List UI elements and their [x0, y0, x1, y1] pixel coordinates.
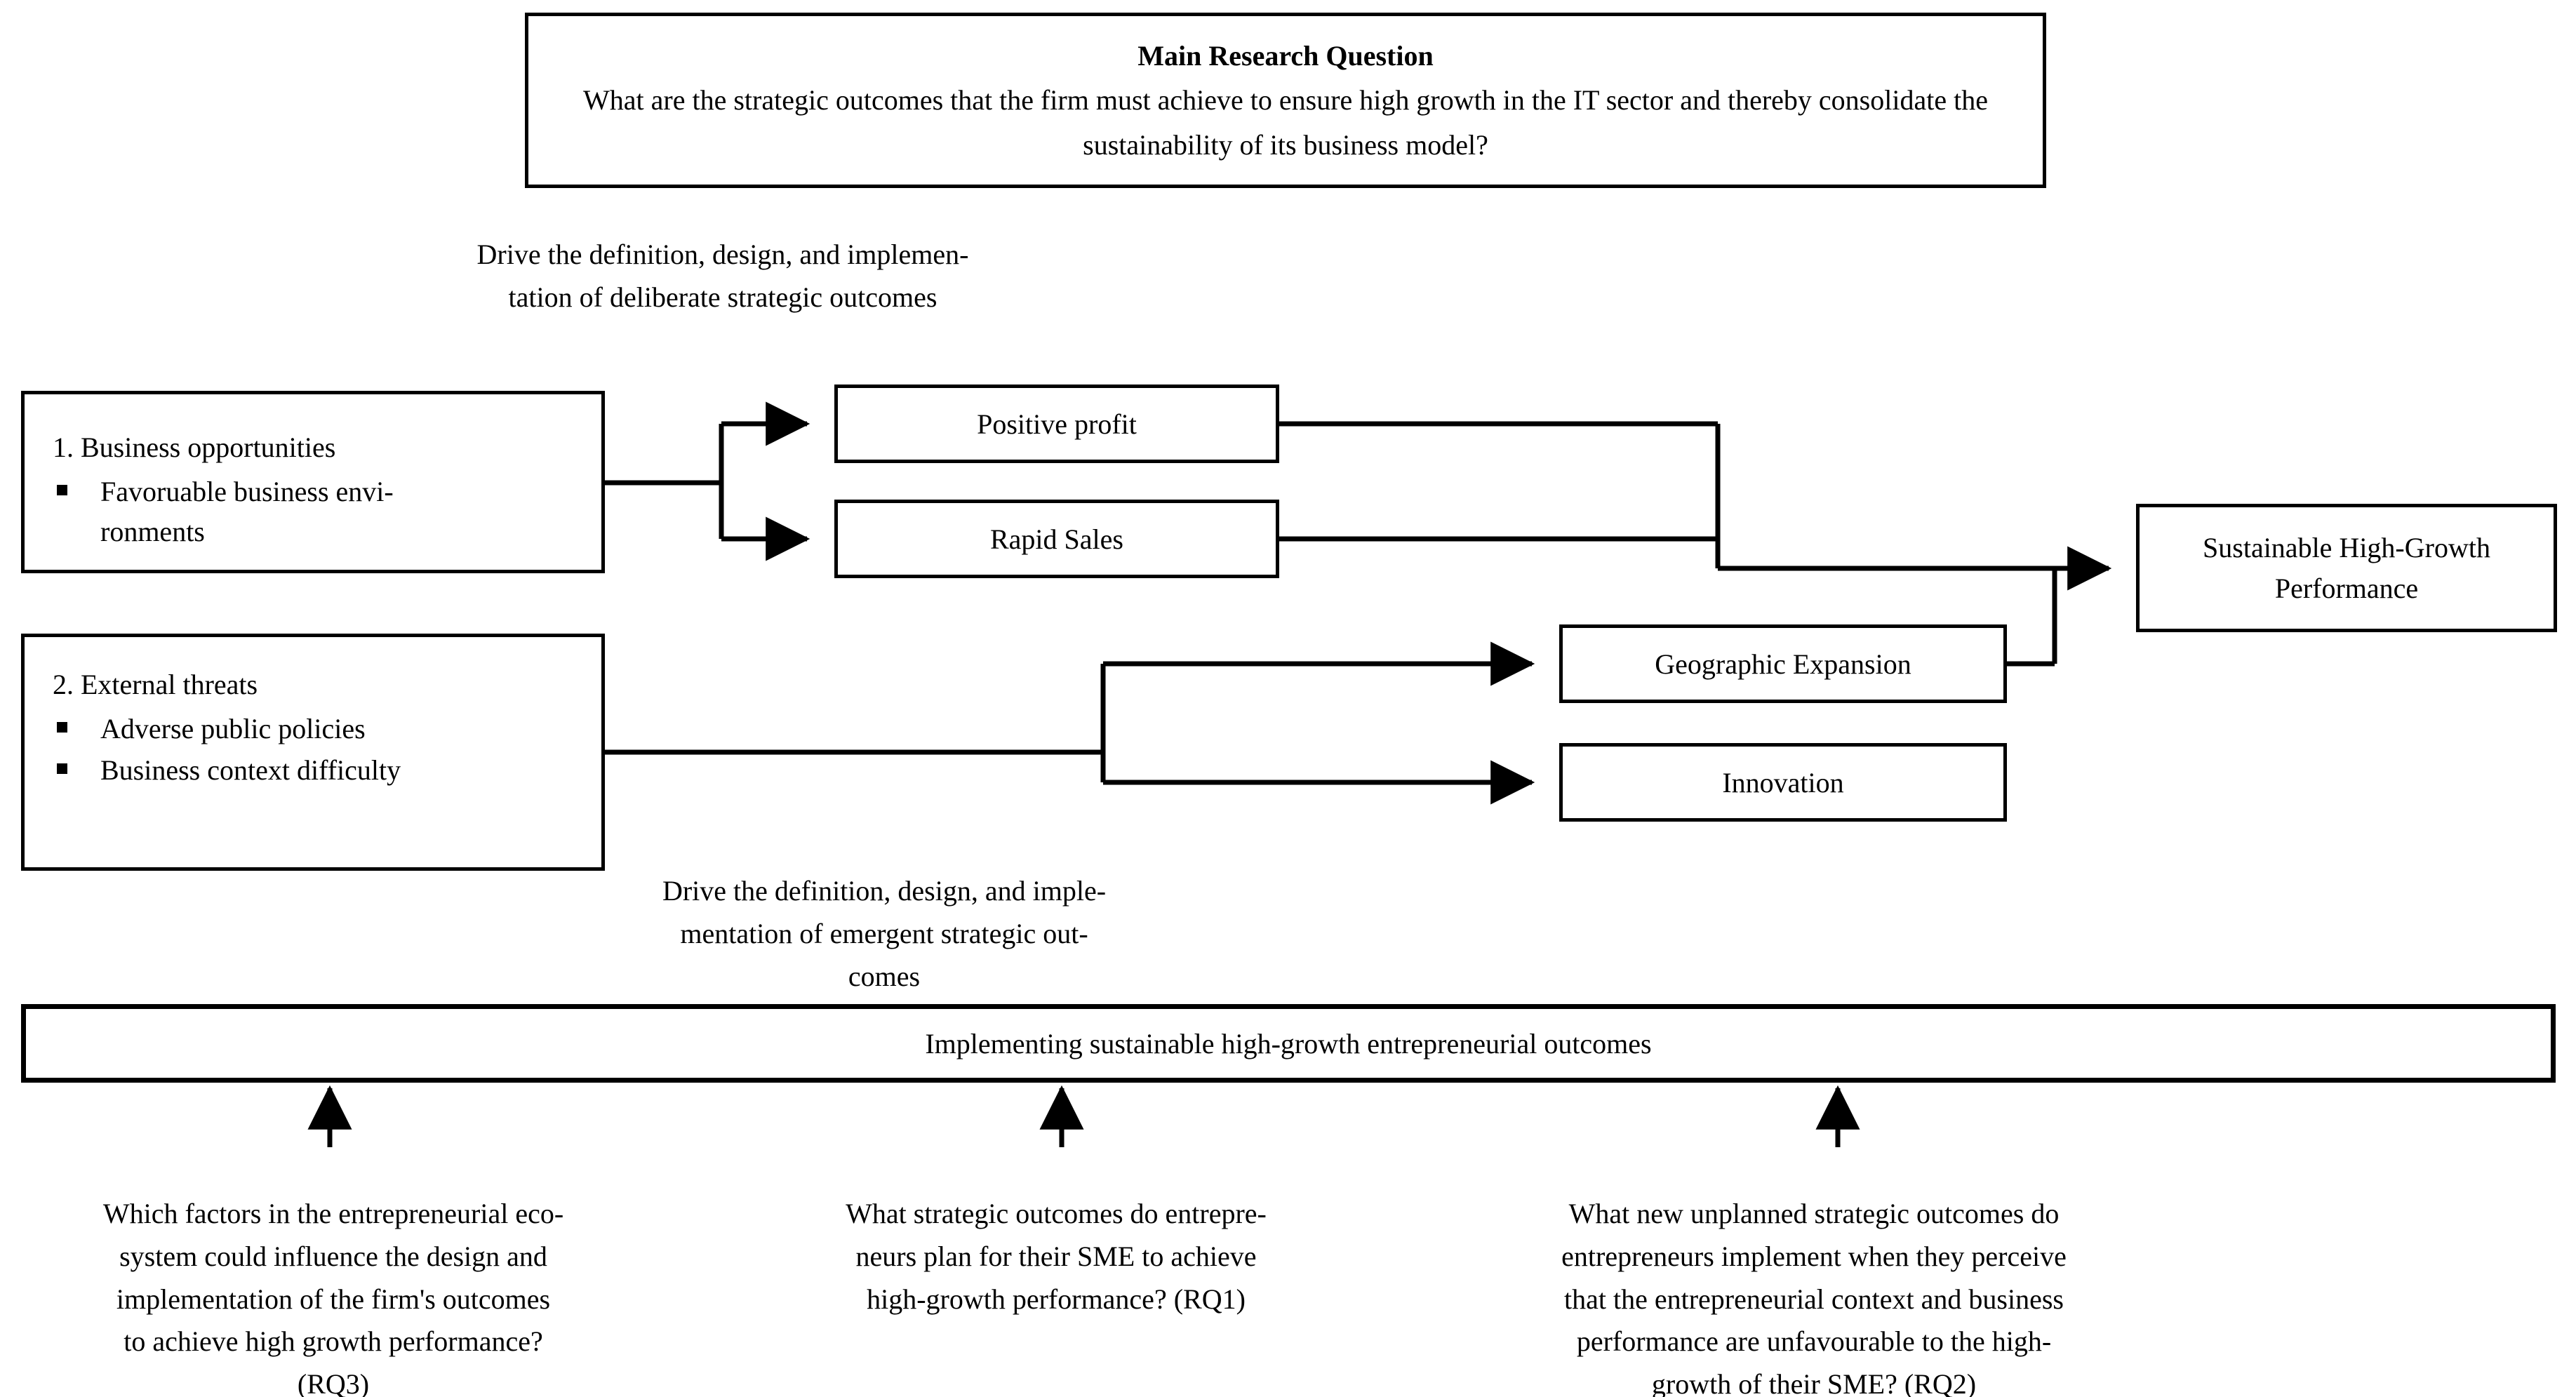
outcome-label: Rapid Sales	[990, 523, 1123, 555]
research-question-rq3: Which factors in the entrepreneurial eco…	[102, 1198, 564, 1397]
square-bullet-icon	[57, 484, 67, 495]
research-question-rq1: What strategic outcomes do entrepre- neu…	[846, 1198, 1267, 1315]
outcome-label: Geographic Expansion	[1655, 648, 1911, 680]
result-line-1: Sustainable High-Growth	[2203, 531, 2490, 563]
list-item: Business context difficulty	[57, 751, 601, 791]
business-opportunities-heading: 1. Business opportunities	[53, 432, 336, 463]
source-box-business-opportunities: 1. Business opportunities Favoruable bus…	[21, 391, 605, 573]
external-threats-heading: 2. External threats	[53, 669, 258, 700]
outcome-label-wrap: Innovation	[1563, 766, 2003, 799]
outcome-box-geographic-expansion: Geographic Expansion	[1559, 624, 2007, 703]
implementing-outcomes-label-wrap: Implementing sustainable high-growth ent…	[26, 1027, 2551, 1060]
business-opportunities-list: Favoruable business envi- ronments	[25, 472, 601, 552]
list-item-label: Adverse public policies	[100, 712, 366, 744]
result-box-content: Sustainable High-Growth Performance	[2140, 528, 2554, 609]
main-research-question-body: What are the strategic outcomes that the…	[583, 84, 1988, 161]
outcome-label: Positive profit	[977, 408, 1137, 440]
implementing-outcomes-label: Implementing sustainable high-growth ent…	[925, 1027, 1652, 1060]
main-research-question-heading: Main Research Question	[1137, 40, 1434, 72]
result-box-sustainable-high-growth-performance: Sustainable High-Growth Performance	[2136, 504, 2557, 632]
research-question-rq2: What new unplanned strategic outcomes do…	[1561, 1198, 2067, 1397]
list-item: Favoruable business envi- ronments	[57, 472, 601, 552]
implementing-outcomes-bar: Implementing sustainable high-growth ent…	[21, 1004, 2556, 1083]
square-bullet-icon	[57, 721, 67, 733]
annotation-deliberate-outcomes: Drive the definition, design, and implem…	[476, 239, 969, 313]
main-research-question-box: Main Research Question What are the stra…	[525, 13, 2046, 188]
source-box-external-threats: 2. External threats Adverse public polic…	[21, 634, 605, 871]
annotation-emergent-outcomes: Drive the definition, design, and imple-…	[662, 875, 1107, 992]
outcome-box-positive-profit: Positive profit	[834, 385, 1279, 463]
outcome-box-rapid-sales: Rapid Sales	[834, 500, 1279, 578]
outcome-box-innovation: Innovation	[1559, 743, 2007, 822]
list-item-label: Business context difficulty	[100, 754, 401, 786]
outcome-label: Innovation	[1722, 766, 1844, 798]
external-threats-content: 2. External threats Adverse public polic…	[25, 637, 601, 790]
outcome-label-wrap: Rapid Sales	[838, 523, 1276, 556]
list-item-label: Favoruable business envi- ronments	[100, 475, 394, 547]
square-bullet-icon	[57, 763, 67, 774]
outcome-label-wrap: Geographic Expansion	[1563, 648, 2003, 681]
result-line-2: Performance	[2274, 572, 2419, 604]
main-research-question-content: Main Research Question What are the stra…	[528, 34, 2043, 167]
list-item: Adverse public policies	[57, 709, 601, 749]
business-opportunities-content: 1. Business opportunities Favoruable bus…	[25, 394, 601, 552]
outcome-label-wrap: Positive profit	[838, 408, 1276, 441]
external-threats-list: Adverse public policies Business context…	[25, 709, 601, 791]
